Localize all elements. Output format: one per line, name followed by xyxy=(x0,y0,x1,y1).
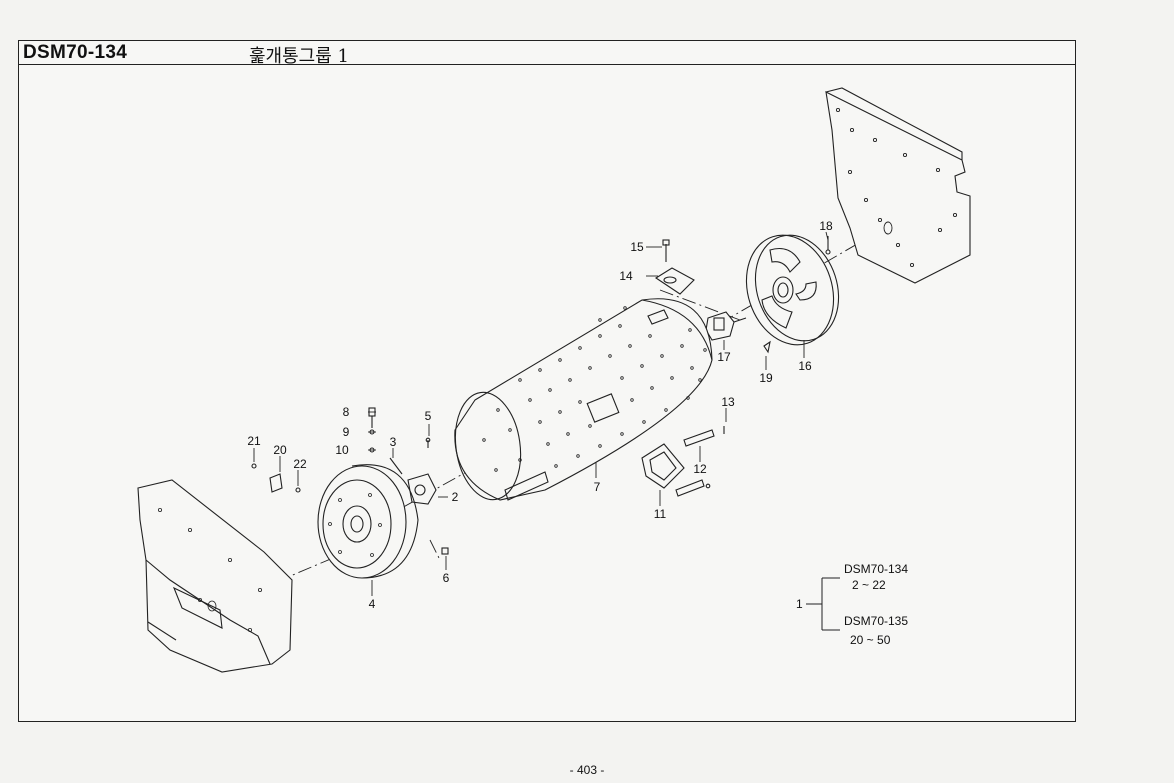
legend-group-1-code: DSM70-134 xyxy=(844,562,908,576)
callout-labels: 2 3 4 5 6 7 8 9 10 11 12 13 14 15 16 17 … xyxy=(247,219,833,611)
callout-18: 18 xyxy=(819,219,833,233)
group-title: 훑개통그룹 1 xyxy=(249,46,349,67)
legend-bracket xyxy=(806,577,840,631)
callout-10: 10 xyxy=(335,443,349,457)
legend-parent-number: 1 xyxy=(796,597,803,611)
drum-end-cap xyxy=(317,464,419,579)
left-side-frame-plate xyxy=(137,479,293,673)
callout-22: 22 xyxy=(293,457,307,471)
drum-perforations xyxy=(482,306,707,472)
page-number: - 403 - xyxy=(569,763,605,777)
door-catch-parts xyxy=(251,463,301,493)
callout-7: 7 xyxy=(594,480,601,494)
assembly-legend: 1 DSM70-134 2 ~ 22 DSM70-135 20 ~ 50 xyxy=(796,562,908,647)
leader-lines xyxy=(253,231,829,596)
callout-19: 19 xyxy=(759,371,773,385)
callout-21: 21 xyxy=(247,434,261,448)
legend-group-1-range: 2 ~ 22 xyxy=(852,578,886,592)
callout-5: 5 xyxy=(425,409,432,423)
callout-17: 17 xyxy=(717,350,731,364)
callout-11: 11 xyxy=(654,507,667,521)
callout-2: 2 xyxy=(452,490,459,504)
callout-3: 3 xyxy=(390,435,397,449)
drum-hub xyxy=(407,473,437,505)
callout-6: 6 xyxy=(443,571,450,585)
spoked-end-disk xyxy=(745,234,840,346)
callout-8: 8 xyxy=(343,405,350,419)
perforated-drum xyxy=(454,298,713,501)
callout-13: 13 xyxy=(721,395,735,409)
callout-9: 9 xyxy=(343,425,350,439)
right-side-frame-plate xyxy=(825,87,971,284)
door-bracket-assembly xyxy=(641,426,725,497)
group-code: DSM70-134 xyxy=(23,42,128,63)
callout-14: 14 xyxy=(619,269,633,283)
legend-group-2-code: DSM70-135 xyxy=(844,614,908,628)
callout-12: 12 xyxy=(693,462,707,476)
callout-15: 15 xyxy=(630,240,644,254)
header-bar: DSM70-134 훑개통그룹 1 xyxy=(19,41,1075,67)
callout-20: 20 xyxy=(273,443,287,457)
legend-group-2-range: 20 ~ 50 xyxy=(850,633,891,647)
bearing-bracket xyxy=(705,311,747,341)
callout-4: 4 xyxy=(369,597,376,611)
callout-16: 16 xyxy=(798,359,812,373)
small-fasteners-upper xyxy=(654,236,831,354)
